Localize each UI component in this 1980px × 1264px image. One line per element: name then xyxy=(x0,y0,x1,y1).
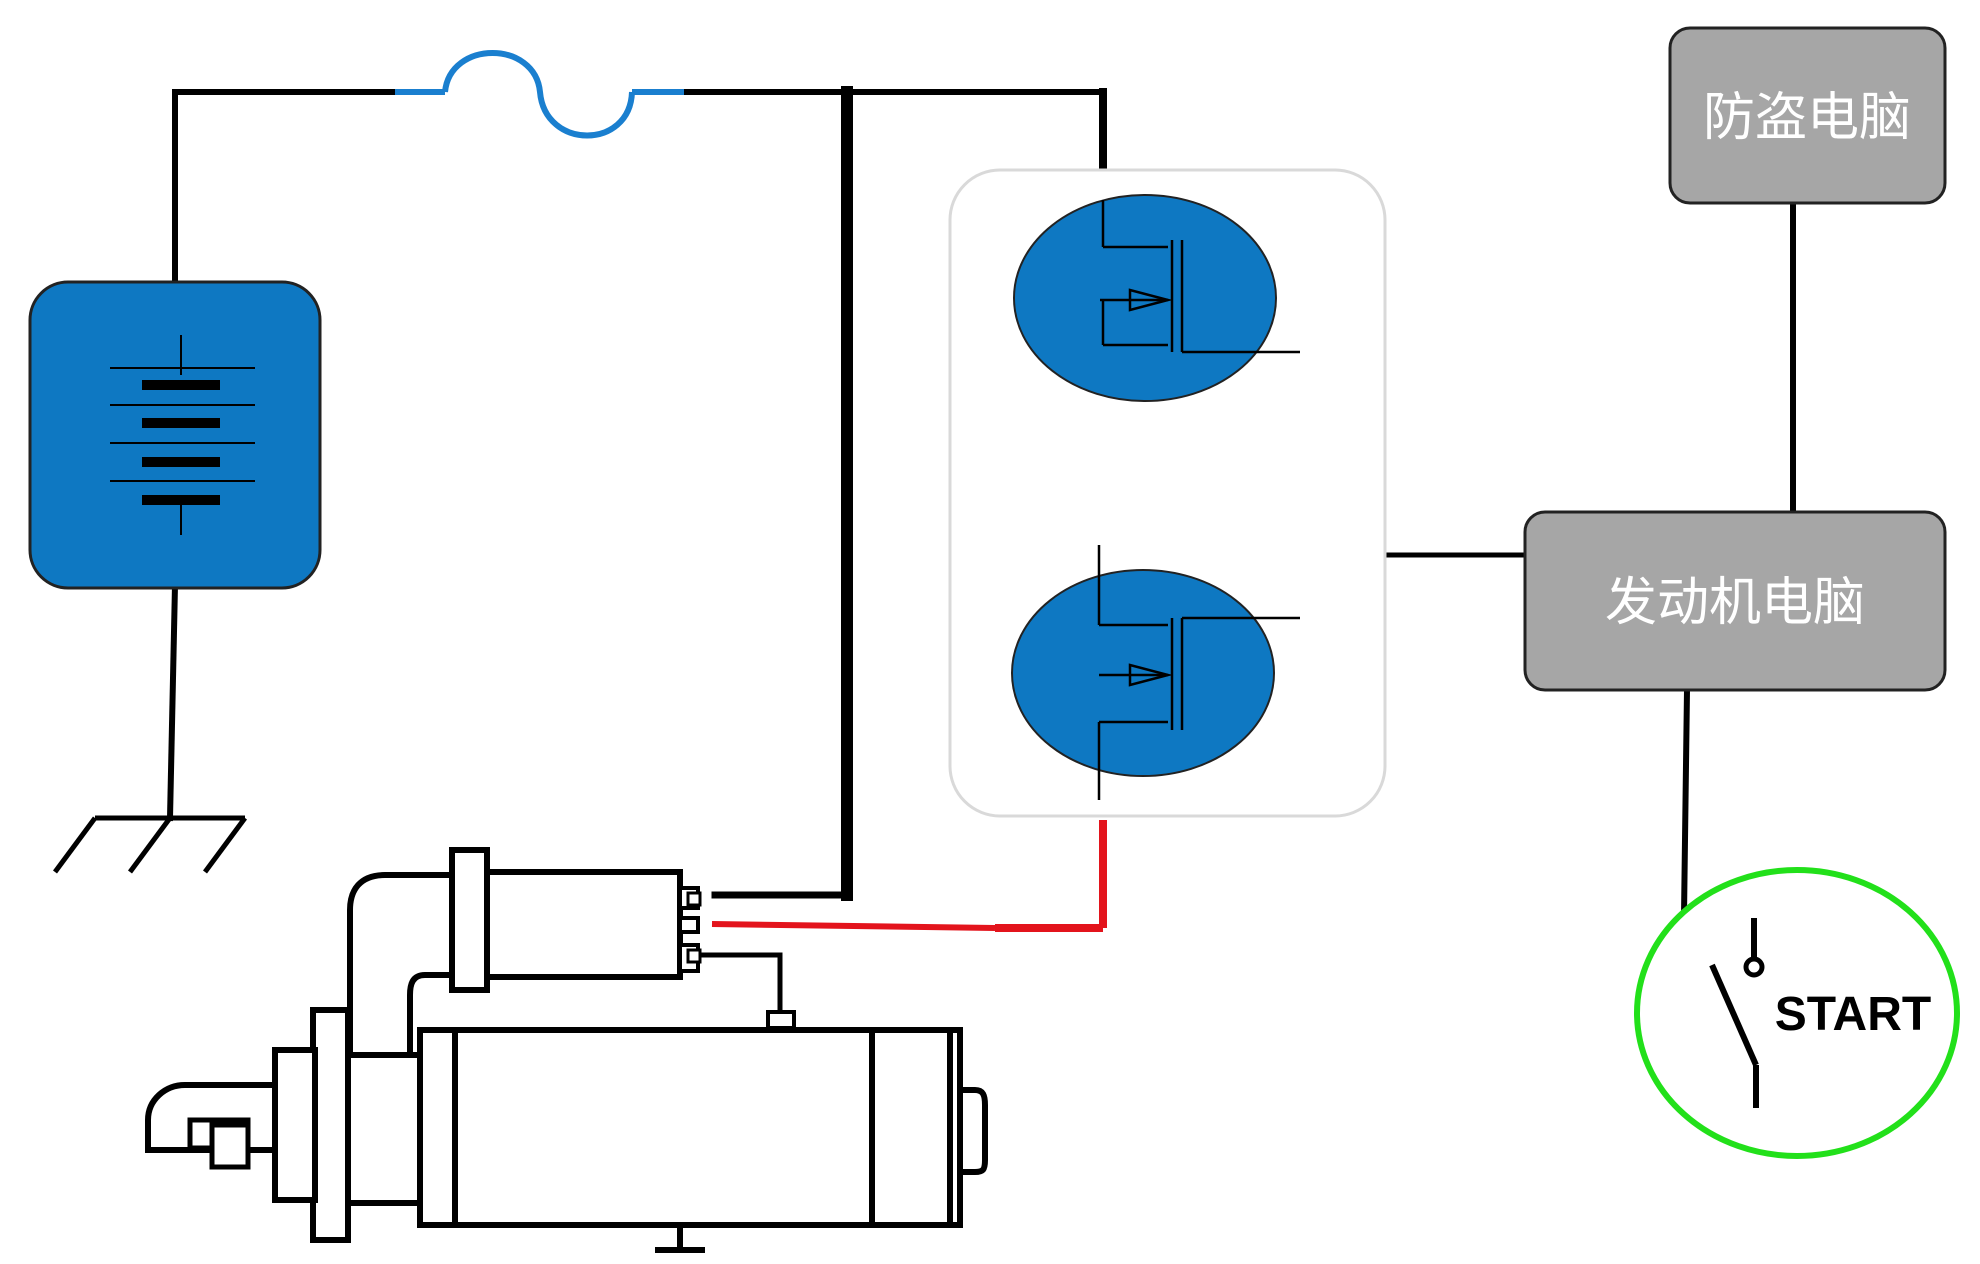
mosfet-icon xyxy=(1011,545,1300,800)
switch-icon xyxy=(1709,918,1765,1108)
battery-icon xyxy=(28,280,322,590)
engine-ecu-box: 发动机电脑 xyxy=(1523,510,1947,692)
anti-theft-ecu-box: 防盗电脑 xyxy=(1668,26,1947,205)
start-switch: START xyxy=(1634,867,1960,1159)
anti-theft-ecu-label: 防盗电脑 xyxy=(1703,88,1911,148)
ground-icon xyxy=(52,815,248,874)
fuse-icon xyxy=(395,50,684,139)
engine-ecu-label: 发动机电脑 xyxy=(1605,573,1865,633)
mosfet-icon xyxy=(1013,194,1300,402)
control-wire-red xyxy=(711,820,1107,932)
start-label: START xyxy=(1775,988,1931,1041)
starter-motor-icon xyxy=(145,847,988,1253)
